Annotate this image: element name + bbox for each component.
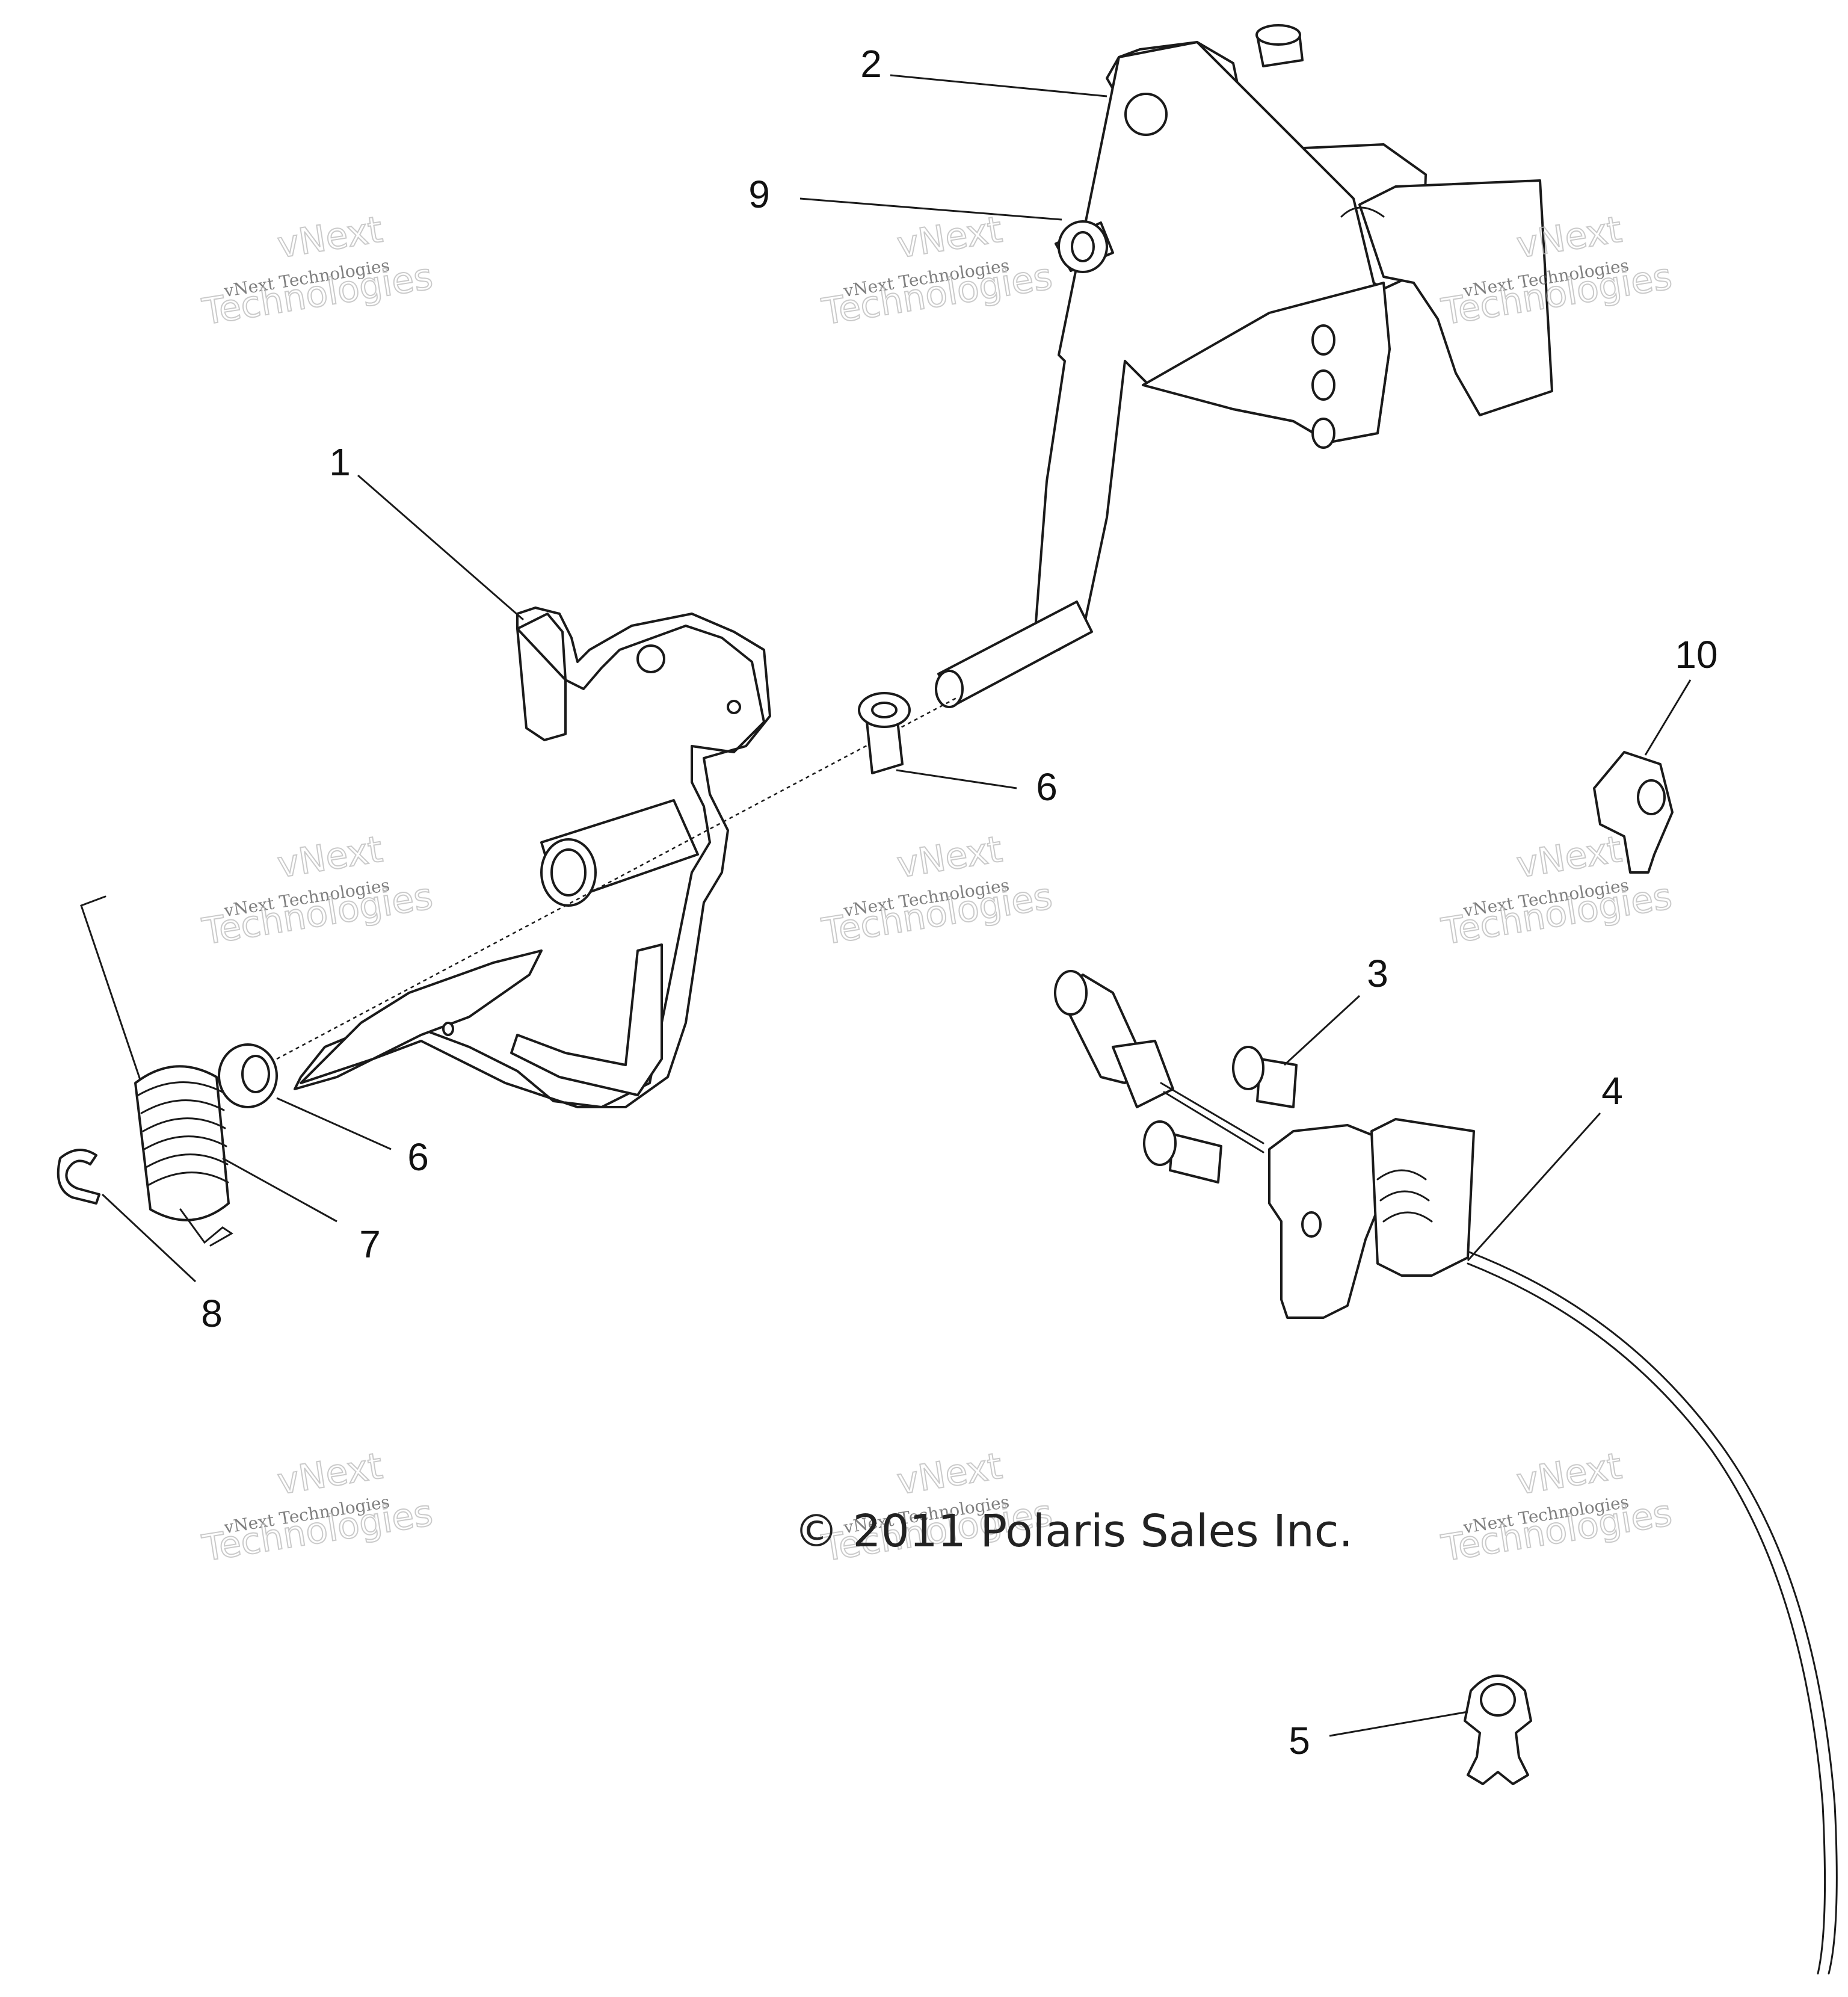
leader-1 [357,474,524,621]
watermark: vNext vNext Technologies Technologies [199,828,436,954]
callout-labels: 1 2 3 4 5 6 6 7 8 9 10 [201,42,1717,1762]
callout-6-upper: 6 [1036,765,1058,809]
mounting-bracket [935,24,1553,708]
leader-10 [1644,679,1692,756]
callout-6-lower: 6 [407,1135,429,1179]
callout-5: 5 [1289,1719,1310,1762]
copyright-notice: © 2011 Polaris Sales Inc. [794,1505,1353,1557]
leader-3 [1283,995,1361,1066]
bushing-lower [218,1043,278,1108]
bushing-upper [858,692,911,774]
cable-assembly [1054,970,1838,1975]
leader-5 [1329,1711,1468,1737]
leader-2 [890,74,1107,97]
pedal-lever [294,607,771,1108]
torsion-spring [80,895,233,1247]
callout-10: 10 [1675,633,1717,676]
watermark: vNext vNext Technologies Technologies [199,208,436,335]
e-clip [57,1149,100,1205]
callout-8: 8 [201,1292,223,1335]
rivet-lower [1143,1120,1222,1184]
leader-9 [799,197,1062,221]
flange-nut [1055,220,1114,273]
watermark: vNext vNext Technologies Technologies [818,208,1056,335]
watermark: vNext vNext Technologies Technologies [1438,1445,1675,1571]
leader-lines [101,74,1692,1737]
callout-7: 7 [359,1223,381,1266]
assembly-axis [276,697,957,1060]
leader-7 [222,1157,337,1223]
cable-clip [1464,1674,1532,1785]
callout-1: 1 [329,440,351,484]
watermarks: vNext vNext Technologies Technologies vN… [199,208,1675,1571]
callout-4: 4 [1601,1069,1623,1113]
watermark: vNext vNext Technologies Technologies [199,1445,436,1571]
watermark: vNext vNext Technologies Technologies [818,828,1056,954]
callout-2: 2 [860,42,882,85]
leader-6b [276,1097,392,1150]
leader-6a [896,769,1017,789]
leader-4 [1467,1112,1601,1262]
cable-stop [1593,751,1674,874]
rivet-upper [1232,1046,1298,1108]
leader-8 [101,1193,197,1283]
callout-9: 9 [748,173,770,216]
callout-3: 3 [1367,952,1388,995]
